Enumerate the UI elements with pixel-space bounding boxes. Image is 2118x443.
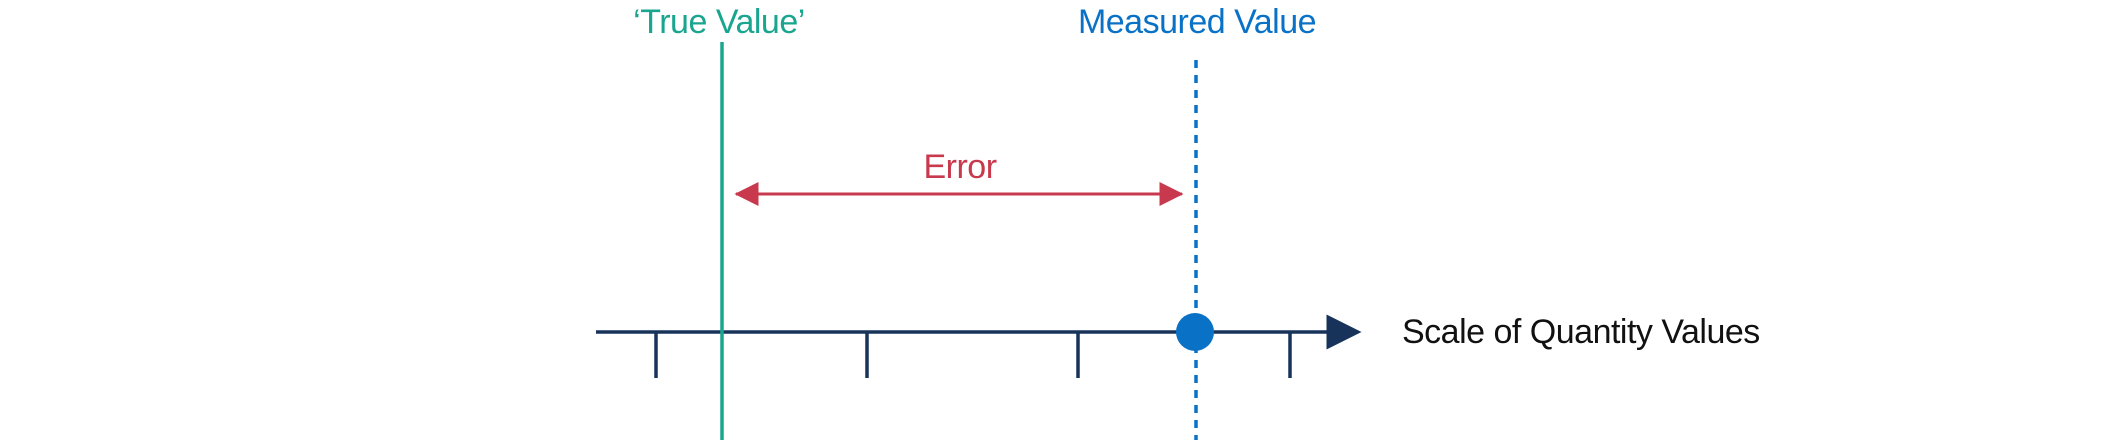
scale-label: Scale of Quantity Values [1402, 313, 1760, 351]
measured-value-point [1176, 313, 1214, 351]
measured-value-label: Measured Value [1078, 3, 1316, 41]
error-label: Error [923, 148, 996, 186]
true-value-label: ‘True Value’ [633, 3, 805, 41]
